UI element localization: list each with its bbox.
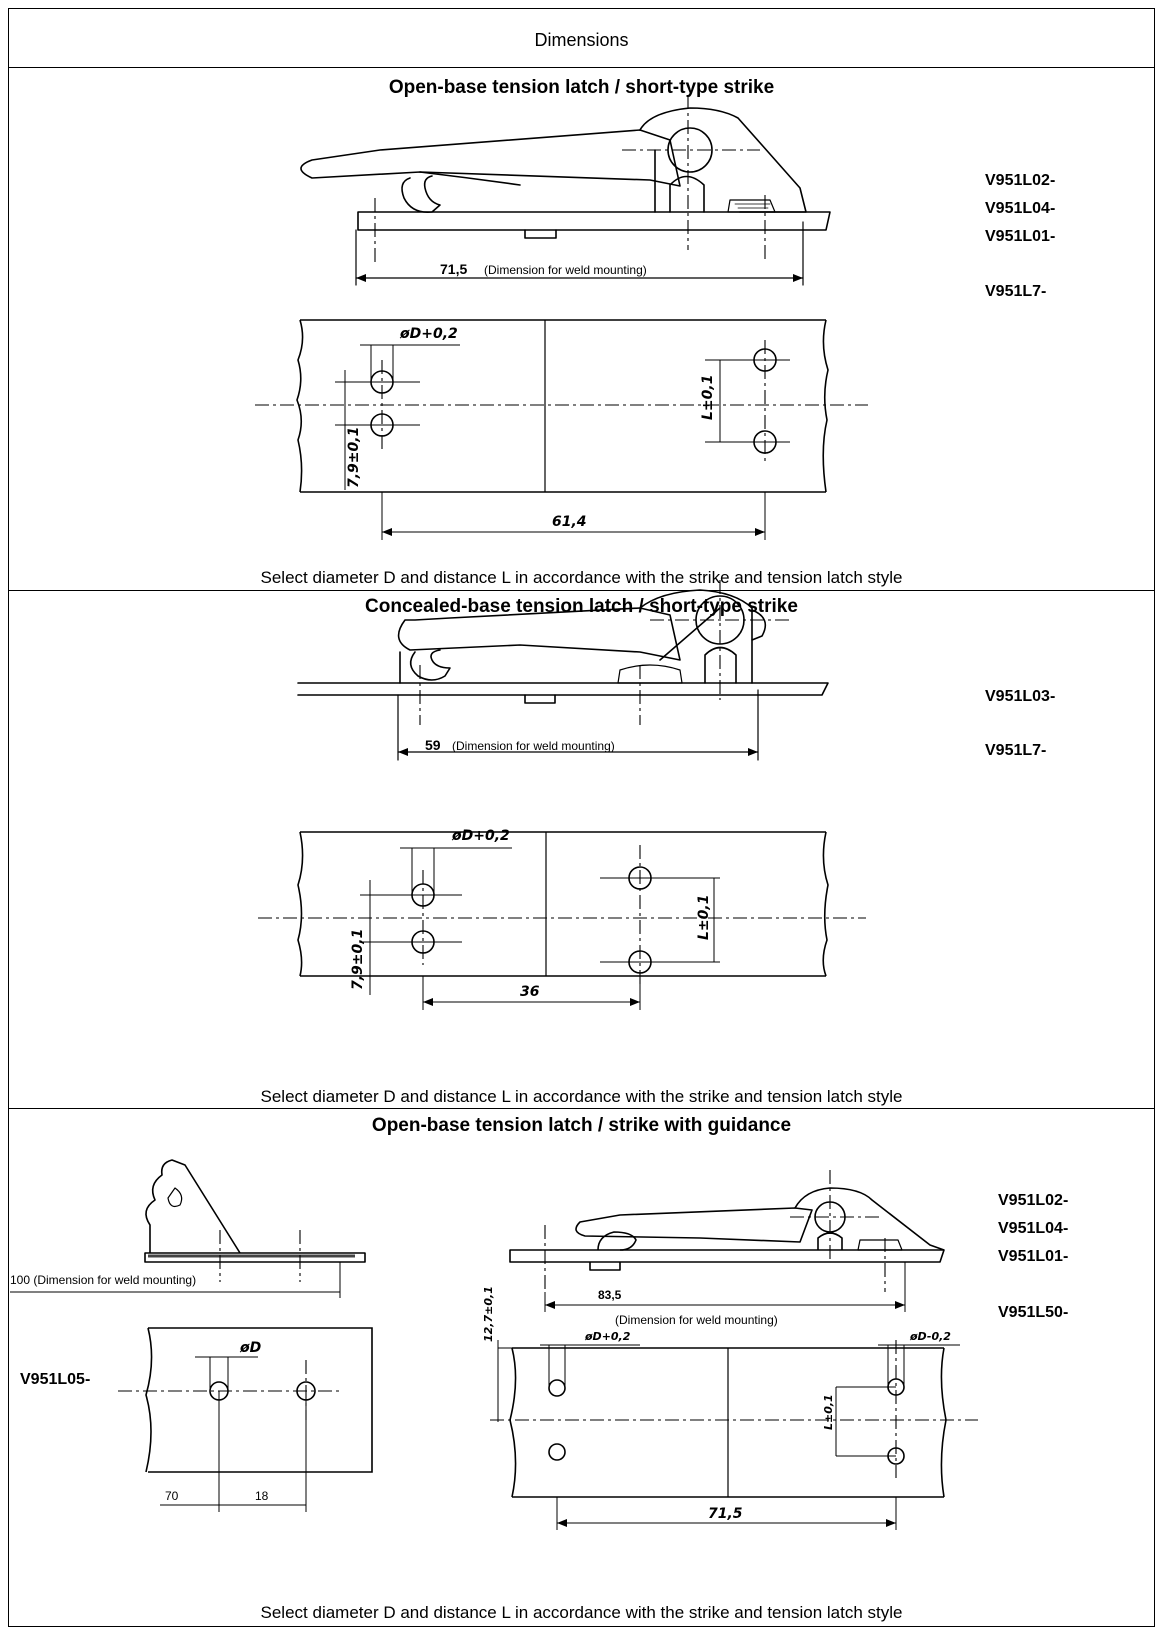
section-1-caption: Select diameter D and distance L in acco… [260, 568, 903, 587]
header-divider [8, 67, 1155, 68]
section-3-part-3: V951L01- [998, 1248, 1069, 1265]
section-2-bottom-dim: 36 [520, 984, 540, 1000]
section-3-right-bottom-dim: 71,5 [708, 1506, 743, 1522]
section-3-right-vertical-label: 12,7±0,1 [482, 1286, 495, 1342]
section-2-weld-note: (Dimension for weld mounting) [452, 739, 615, 753]
section-3-part-2: V951L04- [998, 1220, 1069, 1237]
section-3-left-hole-label: øD [239, 1340, 261, 1356]
section-3-right-hole-label-left: øD+0,2 [584, 1330, 631, 1343]
outer-frame [8, 8, 1155, 1627]
section-2-hole-dim: øD+0,2 [451, 828, 510, 844]
section-2-part-1: V951L03- [985, 688, 1056, 705]
section-3-left-dim-a: 70 [165, 1489, 179, 1503]
section-1-part-4: V951L7- [985, 283, 1047, 300]
section-1-part-2: V951L04- [985, 200, 1056, 217]
section-1-offset-label: 7,9±0,1 [346, 427, 362, 488]
section-1-part-1: V951L02- [985, 172, 1056, 189]
section-2-spacing-label: L±0,1 [696, 895, 712, 940]
section-2-weld-value: 59 [425, 737, 441, 753]
section-3-right-spacing-label: L±0,1 [822, 1394, 835, 1430]
section-1-weld-value: 71,5 [440, 261, 468, 277]
section-1-title: Open-base tension latch / short-type str… [388, 77, 775, 98]
section-3-left-dim-b: 18 [255, 1489, 269, 1503]
section-1-bottom-dim: 61,4 [552, 514, 587, 530]
section-3-left-weld-text: 100 (Dimension for weld mounting) [10, 1273, 197, 1287]
section-1-hole-dim: øD+0,2 [399, 326, 458, 342]
section-3-right-hole-label-right: øD-0,2 [909, 1330, 951, 1343]
section-2-offset-label: 7,9±0,1 [350, 929, 366, 990]
section-divider-1 [8, 590, 1155, 591]
section-2-part-2: V951L7- [985, 742, 1047, 759]
section-3-right-weld-value: 83,5 [598, 1288, 622, 1302]
header-title: Dimensions [534, 30, 629, 50]
section-1-weld-note: (Dimension for weld mounting) [484, 263, 647, 277]
section-3-right-weld-note: (Dimension for weld mounting) [615, 1313, 778, 1327]
section-1-part-3: V951L01- [985, 228, 1056, 245]
section-3-left-part: V951L05- [20, 1371, 91, 1388]
section-3-part-1: V951L02- [998, 1192, 1069, 1209]
section-3-caption: Select diameter D and distance L in acco… [260, 1603, 903, 1622]
section-3-part-4: V951L50- [998, 1304, 1069, 1321]
section-2-caption: Select diameter D and distance L in acco… [260, 1087, 903, 1106]
section-divider-2 [8, 1108, 1155, 1109]
section-2-title: Concealed-base tension latch / short-typ… [365, 596, 798, 617]
section-3-title: Open-base tension latch / strike with gu… [371, 1115, 792, 1136]
section-1-spacing-label: L±0,1 [700, 375, 716, 420]
